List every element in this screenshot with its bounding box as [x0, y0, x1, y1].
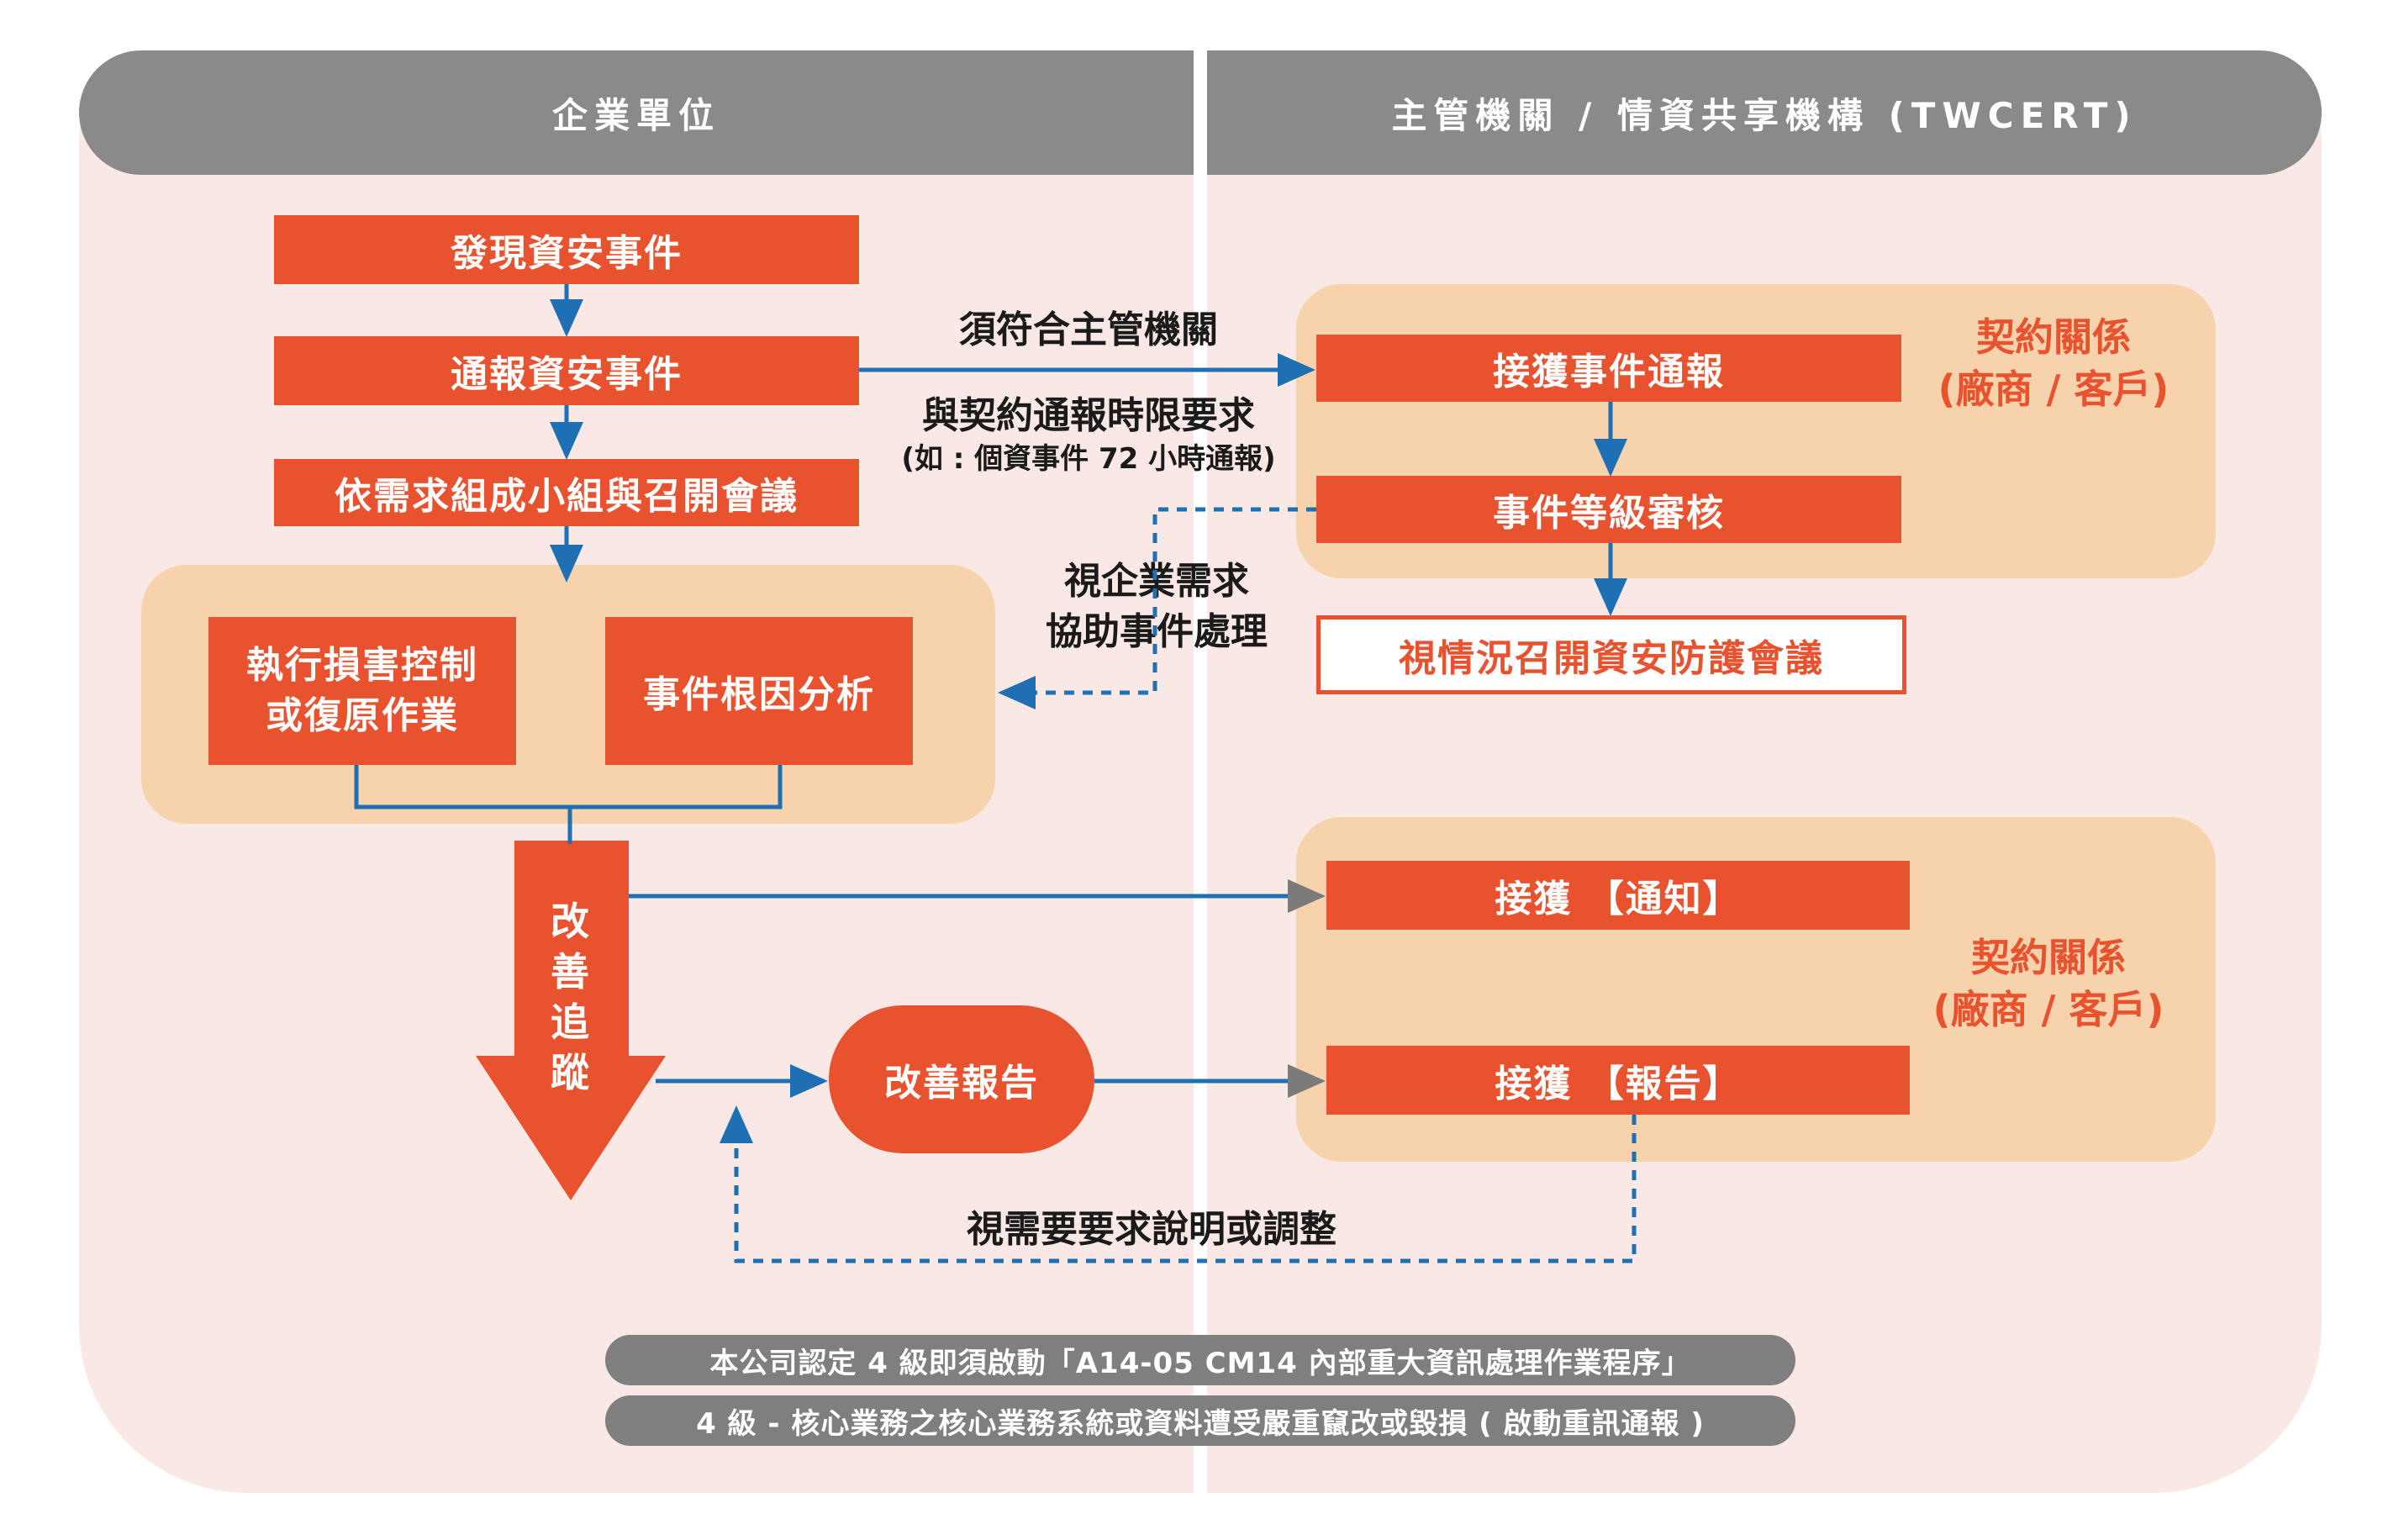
note-level-4-procedure: 本公司認定 4 級即須啟動「A14-05 CM14 內部重大資訊處理作業程序」 — [605, 1335, 1795, 1385]
improvement-tracking-label: 改善追蹤 — [551, 899, 589, 1095]
authority-level-review: 事件等級審核 — [1316, 476, 1901, 543]
authority-security-meeting: 視情況召開資安防護會議 — [1316, 615, 1906, 694]
dashed-feedback-loop — [720, 1105, 1637, 1263]
dashed-assist-line — [998, 507, 1316, 709]
step-report-incident: 通報資安事件 — [274, 336, 859, 405]
authority-receive-notice: 接獲事件通報 — [1316, 335, 1901, 402]
annotation-must-comply-2: 與契約通報時限要求 — [922, 394, 1255, 437]
contract-label-top: 契約關係 (廠商 / 客戶) — [1938, 314, 2169, 412]
annotation-must-comply-1: 須符合主管機關 — [959, 309, 1218, 351]
authority-receive-report: 接獲 【報告】 — [1326, 1046, 1910, 1115]
step-form-team-meeting: 依需求組成小組與召開會議 — [274, 459, 859, 526]
step-damage-control: 執行損害控制 或復原作業 — [208, 617, 516, 765]
lane-header-authority: 主管機關 / 情資共享機構 (TWCERT) — [1207, 50, 2322, 175]
contract-label-bottom: 契約關係 (廠商 / 客戶) — [1932, 935, 2164, 1032]
bracket-response-merge — [354, 765, 783, 810]
authority-receive-notify: 接獲 【通知】 — [1326, 861, 1910, 930]
improvement-tracking-arrow — [476, 841, 666, 1200]
lane-header-enterprise: 企業單位 — [79, 50, 1194, 175]
step-improvement-report: 改善報告 — [829, 1005, 1094, 1153]
step-root-cause-analysis: 事件根因分析 — [605, 617, 913, 765]
annotation-explain: 視需要要求說明或調整 — [967, 1208, 1336, 1251]
step-discover-incident: 發現資安事件 — [274, 215, 859, 284]
annotation-must-comply-note: (如 : 個資事件 72 小時通報) — [901, 442, 1276, 476]
note-level-4-definition: 4 級 - 核心業務之核心業務系統或資料遭受嚴重竄改或毀損 ( 啟動重訊通報 ) — [605, 1395, 1795, 1446]
